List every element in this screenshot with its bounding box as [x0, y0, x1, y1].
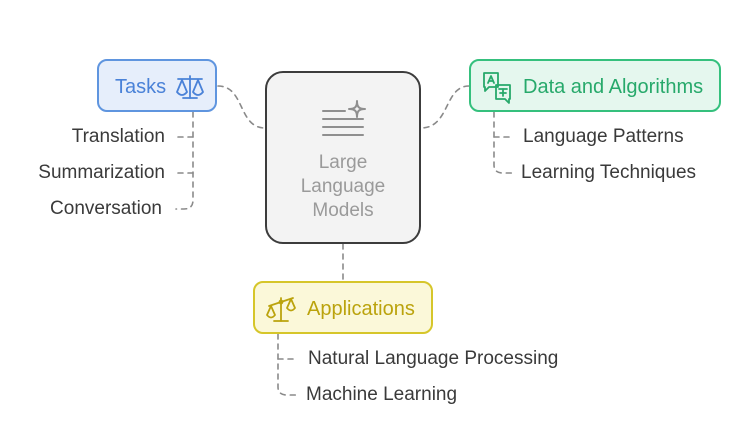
tasks-item-summarization: Summarization [38, 162, 165, 183]
apps-item-machine-learning: Machine Learning [306, 384, 458, 405]
central-title-line-2: Language [300, 176, 386, 197]
tasks-node[interactable]: Tasks [97, 59, 217, 112]
applications-label: Applications [307, 298, 415, 320]
tasks-node-label: Tasks [115, 76, 167, 98]
tasks-item-conversation: Conversation [50, 198, 162, 219]
central-title-line-1: Large [318, 152, 368, 173]
apps-item-nlp: Natural Language Processing [308, 348, 559, 369]
data-and-algorithms-label: Data and Algorithms [523, 76, 704, 98]
connector-tasks-center [217, 85, 266, 129]
applications-node[interactable]: Applications [253, 281, 433, 334]
document-sparkle-icon [322, 100, 366, 136]
apps-spine [277, 333, 298, 396]
translate-icon [483, 72, 511, 104]
central-node-large-language-models[interactable]: Large Language Models [265, 71, 421, 244]
connector-data-center [420, 85, 470, 129]
balance-scale-icon [176, 75, 204, 99]
central-node-title: Large Language Models [267, 151, 419, 223]
tasks-spine [175, 111, 194, 210]
data-spine [493, 111, 513, 174]
tasks-item-translation: Translation [71, 126, 165, 147]
central-title-line-3: Models [312, 200, 374, 221]
data-and-algorithms-node[interactable]: Data and Algorithms [469, 59, 721, 112]
data-item-learning-techniques: Learning Techniques [521, 162, 697, 183]
balance-icon [266, 297, 296, 322]
data-item-language-patterns: Language Patterns [523, 126, 684, 147]
